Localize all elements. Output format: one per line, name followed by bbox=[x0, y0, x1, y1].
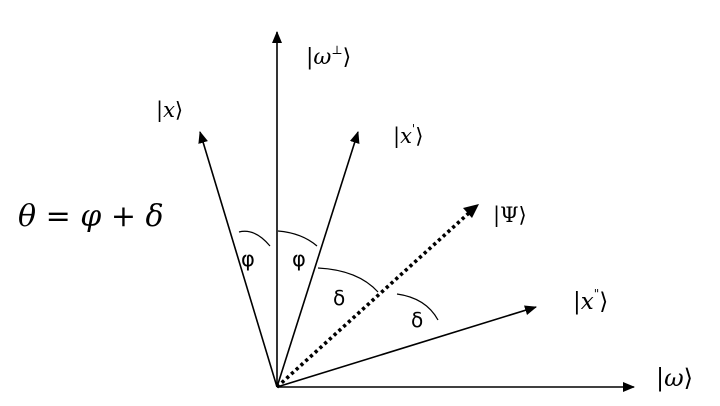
x-vector bbox=[198, 131, 278, 388]
ket-close-angle: ⟩ bbox=[175, 98, 183, 122]
ket-x-symbol: x bbox=[163, 98, 175, 122]
theta-equation: θ = φ + δ bbox=[18, 199, 164, 234]
ket-x-double-prime-symbol: x bbox=[581, 289, 594, 315]
phi-left-label: φ bbox=[241, 247, 255, 271]
ket-x-prime-symbol: x bbox=[400, 124, 412, 148]
ket-x-double-prime-label: |x"⟩ bbox=[573, 287, 608, 315]
ket-open-bar: | bbox=[306, 45, 313, 70]
ket-omega-label: |ω⟩ bbox=[656, 364, 693, 393]
delta-lower-label: δ bbox=[411, 308, 423, 332]
ket-close-angle: ⟩ bbox=[343, 45, 352, 70]
ket-close-angle: ⟩ bbox=[519, 203, 527, 227]
psi-arrowhead bbox=[463, 204, 479, 218]
ket-close-angle: ⟩ bbox=[684, 364, 693, 392]
phi-right-arc bbox=[277, 230, 318, 247]
ket-omega-perp-superscript: ⊥ bbox=[331, 43, 342, 57]
ket-open-bar: | bbox=[156, 98, 163, 123]
delta-lower-arc bbox=[396, 293, 439, 321]
delta-upper-label: δ bbox=[333, 286, 345, 310]
phi-left-arc bbox=[238, 230, 271, 247]
ket-x-prime-label: |x'⟩ bbox=[393, 122, 423, 149]
equation-equals: = bbox=[36, 199, 80, 234]
ket-omega-perp-label: |ω⊥⟩ bbox=[306, 43, 351, 70]
ket-psi-label: |Ψ⟩ bbox=[493, 203, 527, 228]
psi-vector bbox=[275, 210, 472, 389]
equation-delta: δ bbox=[146, 199, 164, 234]
ket-open-bar: | bbox=[393, 124, 400, 149]
delta-upper-arc bbox=[317, 267, 379, 293]
ket-x-double-prime-mark: " bbox=[594, 287, 600, 301]
ket-open-bar: | bbox=[493, 203, 500, 228]
equation-theta: θ bbox=[18, 199, 36, 234]
equation-phi: φ bbox=[80, 199, 101, 234]
equation-plus: + bbox=[101, 199, 145, 234]
x-prime-vector bbox=[276, 131, 360, 388]
ket-x-label: |x⟩ bbox=[156, 98, 183, 123]
ket-omega-perp-symbol: ω bbox=[313, 45, 331, 70]
ket-close-angle: ⟩ bbox=[415, 124, 423, 148]
phi-right-label: φ bbox=[292, 247, 306, 271]
ket-omega-symbol: ω bbox=[664, 364, 684, 392]
ket-x-prime-mark: ' bbox=[412, 122, 415, 136]
x-double-prime-vector bbox=[276, 305, 537, 388]
ket-open-bar: | bbox=[656, 364, 664, 393]
ket-close-angle: ⟩ bbox=[599, 289, 608, 315]
ket-open-bar: | bbox=[573, 289, 581, 315]
ket-psi-symbol: Ψ bbox=[500, 203, 518, 227]
